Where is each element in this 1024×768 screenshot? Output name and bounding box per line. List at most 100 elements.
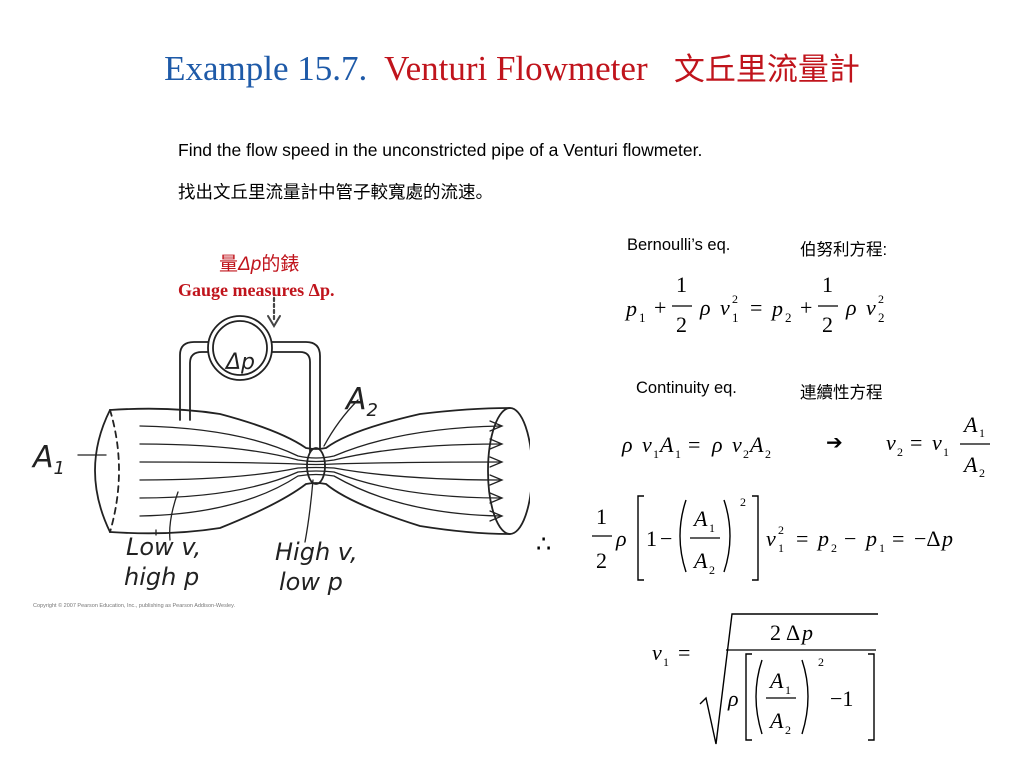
problem-english: Find the flow speed in the unconstricted… (178, 140, 703, 160)
a1-letter: A (33, 440, 54, 475)
a1-label: A1 (33, 440, 65, 479)
svg-text:v: v (642, 432, 652, 457)
svg-text:2: 2 (979, 466, 985, 480)
svg-text:A: A (692, 506, 708, 531)
svg-text:v: v (932, 430, 942, 455)
gauge-dial-label: Δp (226, 350, 256, 375)
svg-text:v: v (732, 432, 742, 457)
svg-text:ρ: ρ (727, 686, 739, 711)
svg-text:A: A (962, 412, 978, 437)
svg-text:2: 2 (778, 523, 784, 537)
svg-text:p: p (940, 526, 953, 551)
svg-text:−: − (844, 526, 856, 551)
svg-text:2: 2 (765, 447, 771, 461)
svg-text:1: 1 (646, 526, 657, 551)
svg-text:2: 2 (785, 310, 792, 325)
svg-text:1: 1 (653, 447, 659, 461)
svg-text:−1: −1 (830, 686, 853, 711)
gauge-label-english: Gauge measures Δp. (178, 280, 335, 300)
svg-text:=: = (750, 295, 762, 320)
svg-text:p: p (800, 620, 813, 645)
a2-label: A2 (346, 382, 378, 421)
copyright-note: Copyright © 2007 Pearson Education, Inc.… (33, 603, 235, 609)
svg-text:=: = (688, 432, 700, 457)
title-chinese: 文丘里流量計 (673, 52, 860, 88)
svg-text:v: v (766, 526, 776, 551)
svg-text:1: 1 (676, 272, 687, 297)
svg-text:v: v (886, 430, 896, 455)
svg-text:−Δ: −Δ (914, 526, 941, 551)
svg-text:A: A (962, 452, 978, 477)
svg-text:=: = (892, 526, 904, 551)
bernoulli-label: Bernoulli’s eq. (627, 236, 731, 254)
low-v-line1: Low v, (126, 533, 202, 561)
continuity-label: Continuity eq. (636, 379, 737, 397)
svg-text:v: v (720, 295, 730, 320)
svg-text:1: 1 (639, 310, 646, 325)
svg-text:2: 2 (878, 292, 884, 306)
venturi-figure (77, 290, 530, 543)
svg-text:1: 1 (979, 426, 985, 440)
svg-text:ρ: ρ (845, 295, 857, 320)
gauge-label-chinese: 量Δp的錶 (219, 249, 299, 276)
low-v-line2: high p (124, 563, 200, 591)
gauge-label-symbol: Δp (238, 254, 262, 275)
svg-text:+: + (800, 295, 812, 320)
svg-text:1: 1 (822, 272, 833, 297)
svg-text:2: 2 (770, 620, 781, 645)
svg-text:2: 2 (878, 310, 885, 325)
svg-text:1: 1 (778, 541, 784, 555)
svg-text:2: 2 (743, 447, 749, 461)
svg-text:−: − (660, 526, 672, 551)
a2-sub: 2 (366, 400, 378, 421)
svg-text:1: 1 (879, 541, 885, 555)
svg-text:2: 2 (740, 495, 746, 509)
continuity-chinese: 連續性方程 (800, 384, 883, 402)
svg-text:A: A (658, 432, 674, 457)
problem-chinese: 找出文丘里流量計中管子較寬處的流速。 (178, 182, 493, 202)
svg-text:A: A (748, 432, 764, 457)
svg-text:p: p (624, 296, 637, 321)
a1-sub: 1 (53, 458, 65, 479)
svg-text:2: 2 (596, 548, 607, 573)
svg-text:ρ: ρ (699, 295, 711, 320)
svg-text:p: p (770, 296, 783, 321)
svg-text:A: A (768, 708, 784, 733)
svg-text:v: v (866, 295, 876, 320)
svg-text:1: 1 (675, 447, 681, 461)
svg-text:2: 2 (897, 445, 903, 459)
svg-text:Δ: Δ (786, 620, 800, 645)
svg-text:2: 2 (785, 723, 791, 737)
gauge-label-chinese-a: 量 (219, 254, 239, 275)
bernoulli-chinese: 伯努利方程: (800, 241, 888, 259)
svg-text:ρ: ρ (615, 526, 627, 551)
svg-text:p: p (864, 526, 877, 551)
svg-text:=: = (796, 526, 808, 551)
svg-text:2: 2 (818, 655, 824, 669)
a2-letter: A (346, 382, 367, 417)
svg-text:A: A (768, 668, 784, 693)
svg-text:v: v (652, 640, 662, 665)
svg-text:2: 2 (709, 563, 715, 577)
svg-text:1: 1 (943, 445, 949, 459)
svg-text:A: A (692, 548, 708, 573)
svg-text:2: 2 (732, 292, 738, 306)
svg-text:=: = (678, 640, 690, 665)
svg-text:2: 2 (676, 312, 687, 337)
svg-text:1: 1 (732, 310, 739, 325)
svg-text:+: + (654, 295, 666, 320)
gauge-label-chinese-b: 的錶 (261, 254, 300, 275)
svg-text:ρ: ρ (711, 432, 723, 457)
high-v-line1: High v, (275, 538, 358, 566)
svg-text:p: p (816, 526, 829, 551)
svg-text:ρ: ρ (621, 432, 633, 457)
slide-title: Example 15.7. Venturi Flowmeter 文丘里流量計 (0, 44, 1024, 89)
svg-text:2: 2 (822, 312, 833, 337)
title-main: Venturi Flowmeter (384, 49, 648, 88)
svg-text:1: 1 (596, 504, 607, 529)
svg-text:1: 1 (785, 683, 791, 697)
